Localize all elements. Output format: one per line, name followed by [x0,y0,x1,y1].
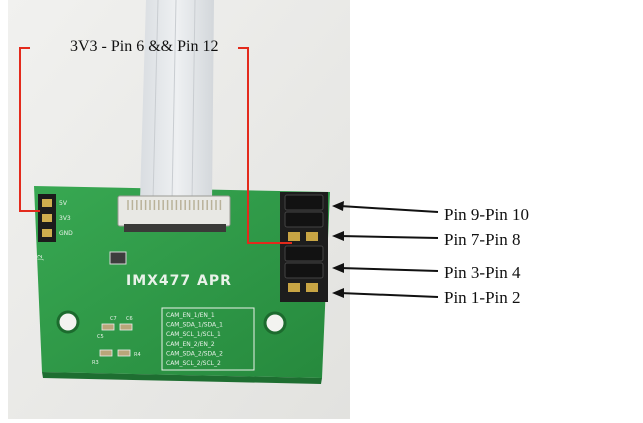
silk-line: CAM_EN_2/EN_2 [166,341,215,348]
annotation-line-right [238,47,292,244]
left-header-label-3v3: 3V3 [59,215,71,222]
ribbon-cable [140,0,214,202]
left-header-ref: J2 [37,254,44,261]
left-header-label-5v: 5V [59,200,68,207]
pin-label-1-2: Pin 1-Pin 2 [444,288,521,307]
ref-c7: C7 [110,316,117,322]
mount-hole-right [263,311,287,335]
jumper-cap [284,245,324,262]
ref-r4: R4 [134,352,141,358]
silk-line: CAM_EN_1/EN_1 [166,312,215,319]
annotation-line-left [19,47,40,212]
ref-c6: C6 [126,316,133,322]
silk-signal-block [161,307,255,371]
header-pin [288,283,300,292]
jumper-cap [284,194,324,211]
fpc-connector [117,195,231,227]
ref-c5: C5 [97,334,104,340]
pin-label-3-4: Pin 3-Pin 4 [444,263,521,282]
pin-label-9-10: Pin 9-Pin 10 [444,205,530,224]
header-pin [288,232,300,241]
header-pin [306,283,318,292]
left-header-label-gnd: GND [59,230,73,237]
silk-line: CAM_SDA_2/SDA_2 [166,350,223,357]
silk-line: CAM_SCL_2/SCL_2 [166,360,221,367]
pin-label-7-8: Pin 7-Pin 8 [444,230,521,249]
pin-arrows [332,201,439,298]
mount-hole-left [56,310,80,334]
header-pin [306,232,318,241]
jumper-cap [284,262,324,279]
voltage-annotation: 3V3 - Pin 6 && Pin 12 [70,38,219,55]
sensor-chip [109,251,127,265]
model-label: IMX477 APR [126,273,232,289]
silk-line: CAM_SDA_1/SDA_1 [166,322,223,329]
jumper-cap [284,211,324,228]
silk-line: CAM_SCL_1/SCL_1 [166,331,221,338]
ref-r3: R3 [92,360,99,366]
